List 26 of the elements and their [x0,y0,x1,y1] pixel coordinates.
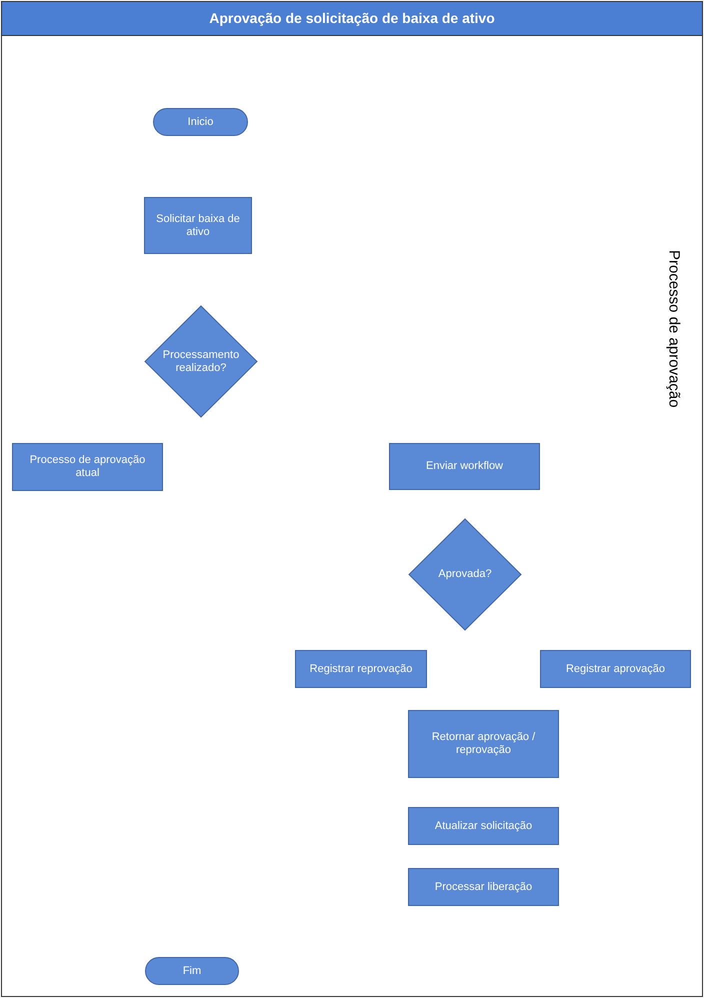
node-label: Aprovada? [438,568,492,581]
process-box [295,650,427,688]
process-box [408,710,559,778]
process-box [144,197,252,254]
node-label: Retornar aprovação / reprovação [430,731,536,757]
node-label: Inicio [188,116,214,128]
process-box [408,868,559,906]
node-label: Processo de aprovação atual [28,454,146,480]
diagram-title: Aprovação de solicitação de baixa de ativo [209,9,495,28]
node-label: Processar liberação [434,880,532,894]
node-label: Atualizar solicitação [434,820,532,832]
decision-diamond [144,305,258,418]
terminator-shape [145,957,239,985]
process-box [12,443,163,491]
node-label: Registrar aprovação [566,662,666,676]
node-label: Enviar workflow [426,460,504,473]
node-label: Processamento realizado? [162,348,240,374]
decision-diamond [408,518,522,631]
process-box [389,443,540,490]
node-label: Fim [182,964,202,978]
process-box [408,807,559,845]
lane-label: Processo de aprovação [664,250,684,408]
process-box [540,650,691,688]
terminator-shape [153,108,248,136]
node-label: Solicitar baixa de ativo [155,212,241,238]
node-label: Registrar reprovação [310,662,412,676]
